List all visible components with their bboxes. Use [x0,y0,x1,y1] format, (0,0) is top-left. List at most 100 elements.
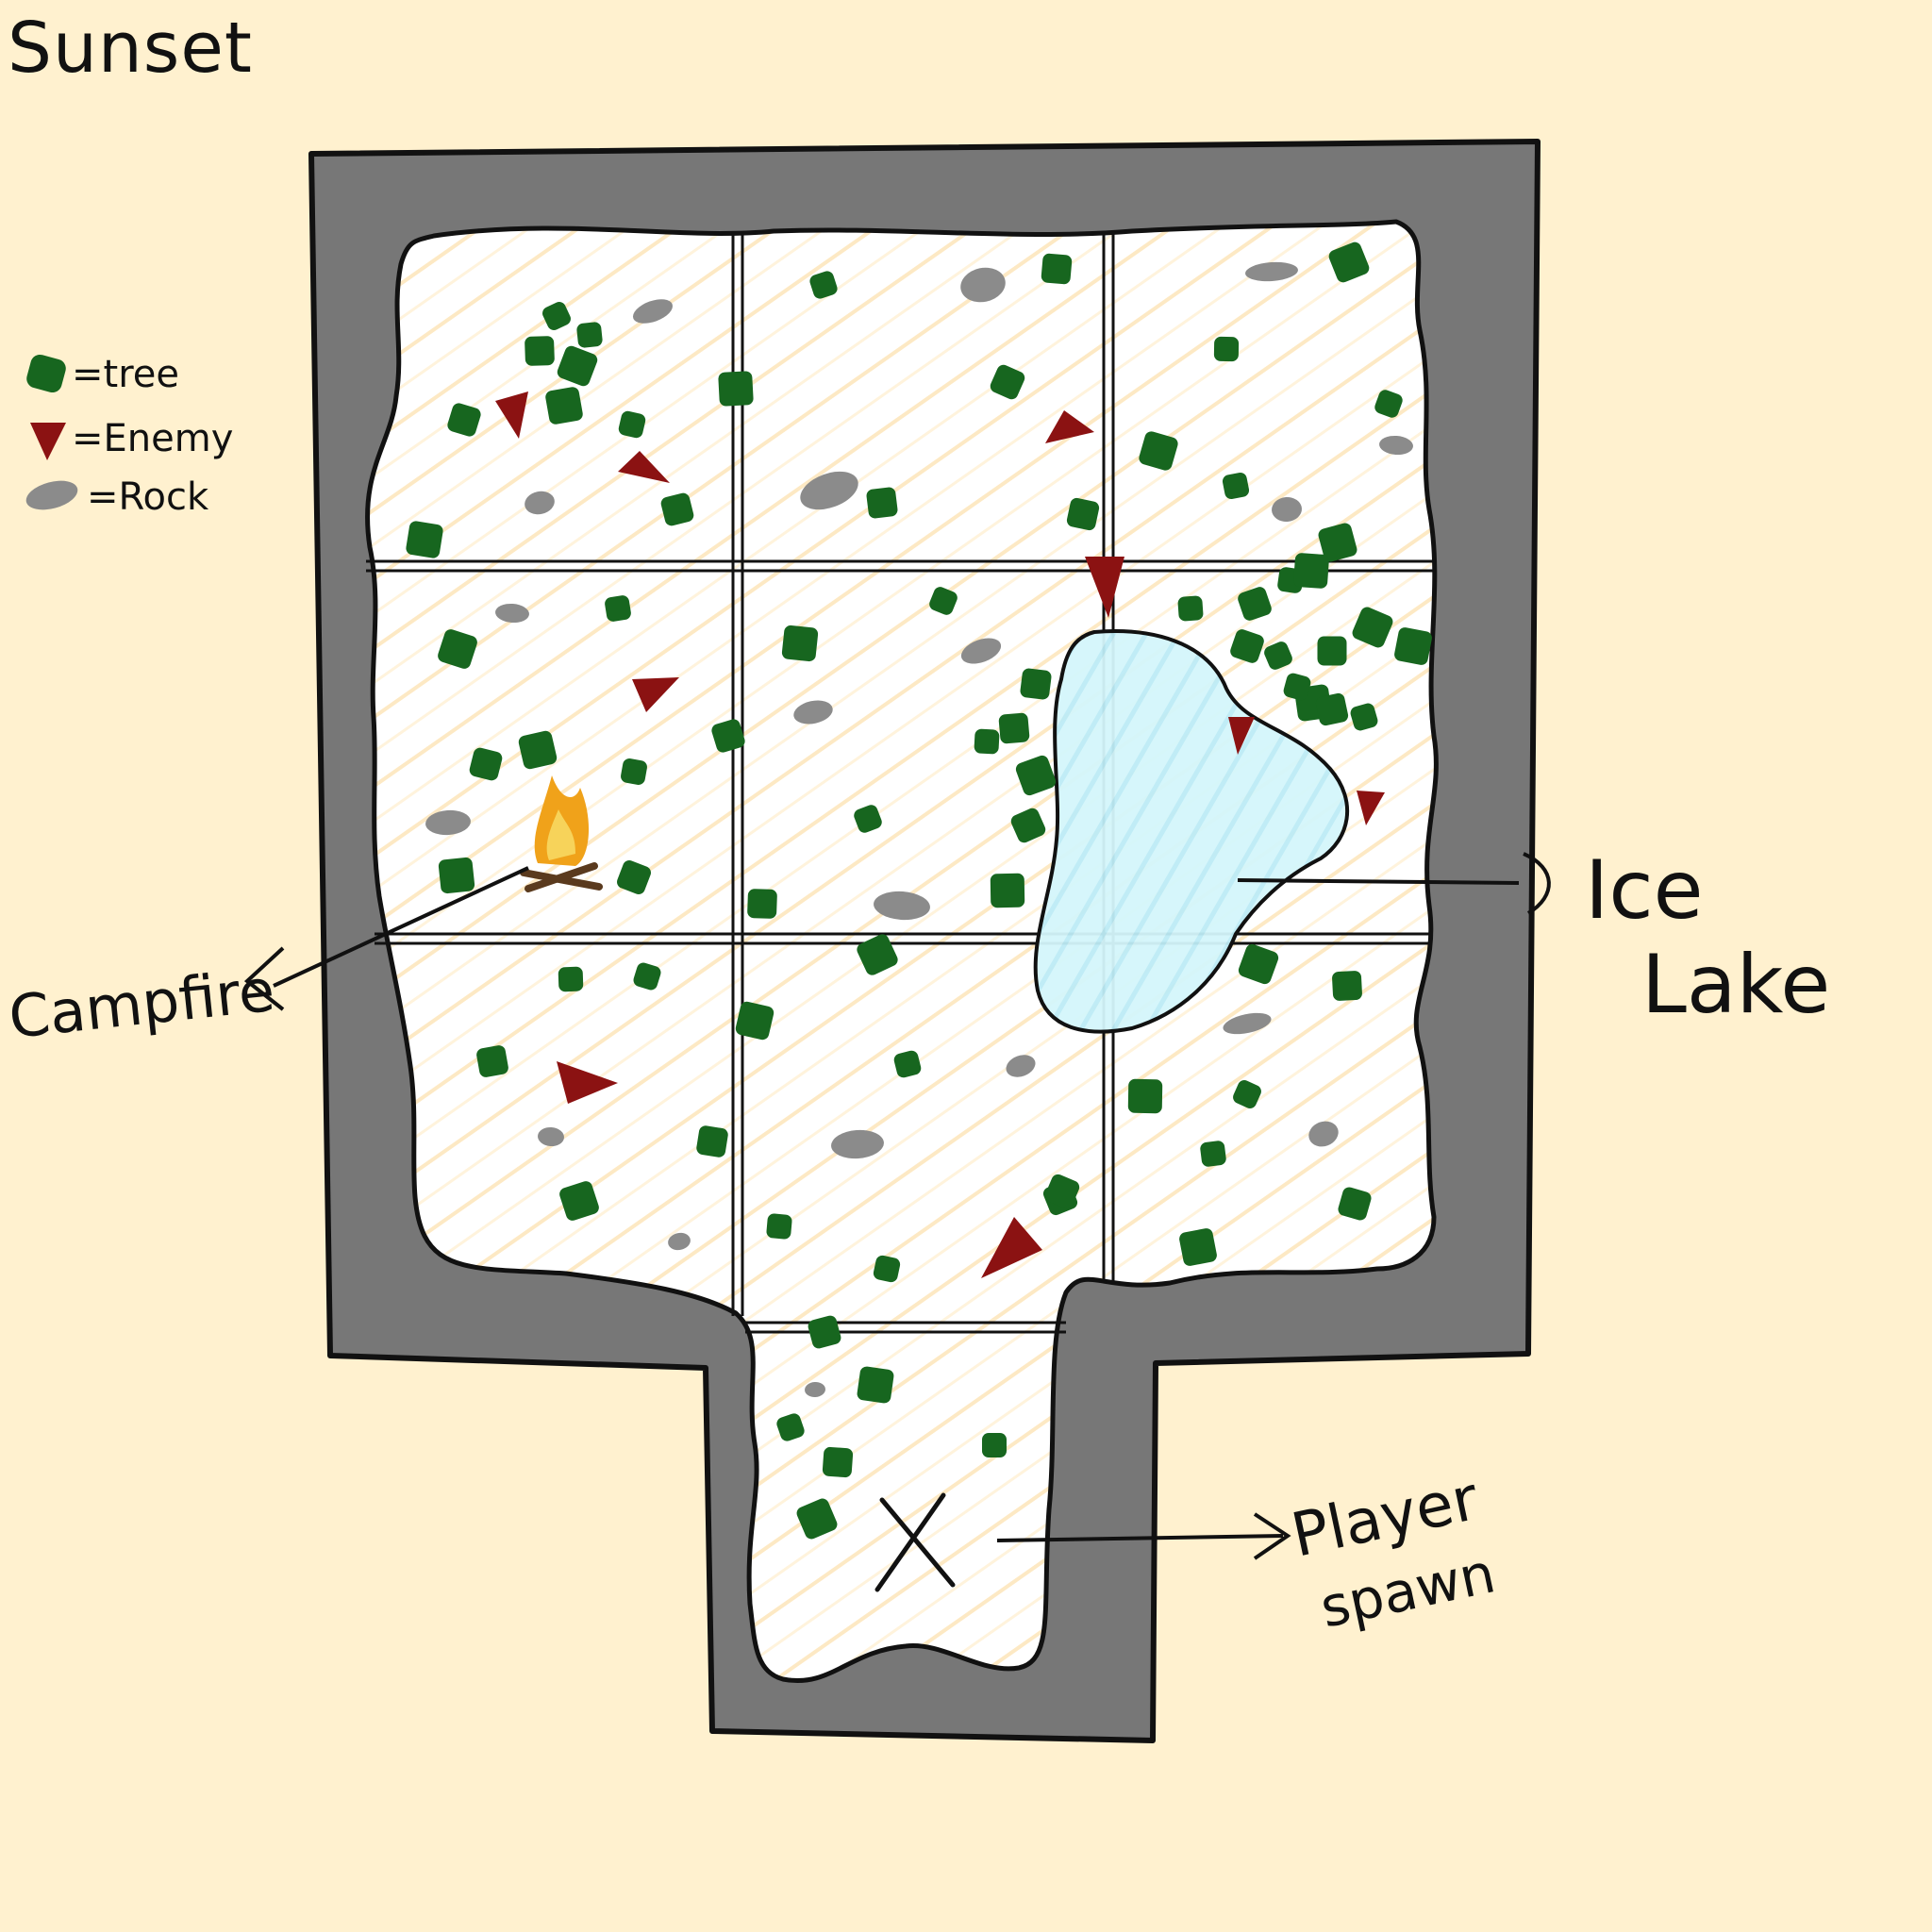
tree-marker [808,1315,841,1349]
enemy-marker [557,1061,618,1104]
tree-marker [1238,587,1272,621]
tree-marker [809,271,838,299]
tree-marker [982,1433,1007,1457]
enemy-marker [632,677,679,712]
tree-marker [1338,1187,1372,1221]
tree-marker [447,403,481,437]
rock-marker [1379,435,1413,456]
rock-marker [1272,496,1302,523]
tree-marker [1222,472,1250,500]
rock-marker [960,267,1006,303]
tree-marker [633,962,661,991]
tree-marker [796,1498,838,1540]
tree-marker [518,730,558,770]
tree-marker [1374,390,1403,418]
tree-marker [1230,629,1264,663]
tree-marker [1139,431,1178,471]
legend-rock-icon [25,480,78,510]
tree-marker [576,322,603,348]
trees-layer [406,242,1432,1540]
rock-marker [1006,1055,1036,1077]
tree-marker [1020,668,1052,700]
rock-marker [632,299,674,324]
enemy-marker [981,1217,1042,1278]
rock-marker [805,1381,825,1398]
tree-marker [1315,692,1349,726]
tree-marker [1200,1141,1226,1167]
rock-marker [538,1126,564,1147]
tree-marker [1328,242,1370,283]
tree-marker [1233,1080,1261,1108]
rock-marker [668,1232,691,1251]
ice-lake-label-line1: Ice [1585,843,1704,938]
rock-marker [1308,1121,1339,1147]
tree-marker [974,728,1000,755]
rock-marker [1223,1012,1272,1035]
rock-marker [495,603,529,624]
tree-marker [893,1050,922,1078]
rock-marker [874,891,930,921]
tree-marker [1318,523,1357,562]
tree-marker [1041,253,1073,285]
tree-marker [776,1413,805,1441]
enemy-marker [1228,717,1255,755]
tree-marker [558,966,584,992]
tree-marker [621,758,647,785]
tree-marker [1238,943,1279,985]
tree-marker [406,521,443,558]
rock-marker [793,700,833,724]
rocks-layer [425,261,1413,1398]
tree-marker [1127,1078,1163,1114]
tree-marker [1293,553,1329,589]
tree-marker [990,873,1025,908]
tree-marker [873,1255,901,1283]
tree-marker [1352,607,1393,648]
tree-marker [696,1125,728,1158]
tree-marker [559,1181,599,1221]
tree-marker [557,345,598,387]
tree-marker [542,302,571,330]
tree-marker [1264,641,1292,670]
snow-floor [365,219,1439,1683]
tree-marker [617,860,651,894]
tree-marker [1332,971,1362,1001]
tree-marker [476,1045,508,1077]
rock-marker [831,1129,884,1159]
tree-marker [766,1213,792,1240]
tree-marker [857,934,898,975]
enemy-marker [1357,791,1385,825]
legend-enemy-icon [30,423,66,460]
tree-marker [1179,1228,1217,1266]
tree-marker [1394,627,1432,665]
tree-marker [1317,636,1347,666]
tree-marker [929,587,958,615]
tree-marker [1010,808,1046,843]
tree-marker [1213,336,1240,362]
campfire-label: Campfire [6,956,277,1052]
tree-marker [711,719,745,753]
campfire-icon [520,775,603,892]
enemies-layer [495,391,1385,1278]
legend-tree-label: =tree [72,353,179,396]
tree-marker [1177,595,1204,622]
tree-marker [525,336,555,366]
tree-marker [545,387,583,425]
legend-enemy-label: =Enemy [72,417,233,460]
tree-marker [438,629,477,669]
tree-marker [1283,673,1311,701]
tree-marker [822,1446,854,1478]
enemy-marker [1085,557,1124,618]
tree-marker [718,371,754,407]
legend-rock-label: =Rock [87,475,209,519]
rock-marker [800,471,858,510]
tree-marker [735,1001,774,1041]
rock-marker [1245,261,1298,282]
tree-marker [857,1366,894,1404]
enemy-marker [495,391,528,439]
tree-marker [605,595,631,622]
ice-lake [1033,629,1350,1034]
tree-marker [866,487,898,519]
rock-marker [425,809,471,836]
legend-tree-icon [26,354,66,393]
